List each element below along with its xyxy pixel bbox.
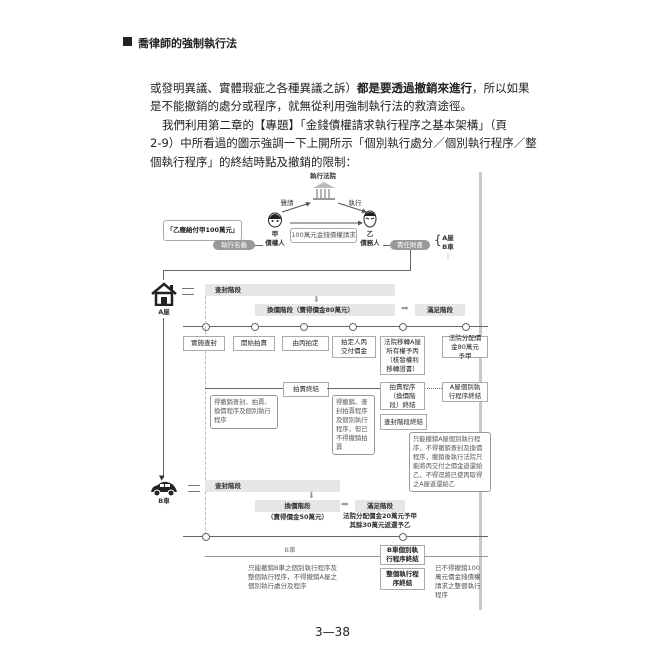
- asset-b: B車: [442, 243, 454, 251]
- step-box: 實施查封: [183, 336, 225, 351]
- auction-end-box: 拍賣終結: [283, 382, 329, 397]
- note-box: 只能撤銷A屋個別執行程序，不得撤銷查封及換價程序，撤銷後執行法院只能將丙交付之價…: [409, 432, 491, 492]
- claim-box: 100萬元金錢債權請求: [290, 228, 357, 243]
- house-label: A屋: [158, 308, 170, 316]
- b-end-box: B車個別執行程序終結: [380, 545, 425, 565]
- connector: [163, 318, 164, 478]
- asset-more: ⋮: [444, 252, 452, 260]
- connector: [255, 245, 263, 246]
- step-box: 法院分配價金80萬元予甲: [442, 334, 488, 360]
- timeline-node: [462, 323, 470, 331]
- creditor-face-icon: [268, 212, 282, 228]
- timeline-node: [399, 323, 407, 331]
- note-box: 得撤銷、查封拍賣程序及個別執行程序，但已不得撤銷拍賣: [332, 395, 375, 455]
- timeline-node: [202, 533, 210, 541]
- distribution-text: 其餘30萬元返還予乙: [349, 521, 411, 529]
- equals-icon: [182, 288, 194, 295]
- body-line-5: 個執行程序」的終結時點及撤銷的限制：: [150, 155, 357, 169]
- debtor-face-icon: [363, 210, 377, 228]
- house-icon: [151, 282, 177, 306]
- span-line: [205, 556, 380, 557]
- step-box: 拍定人丙交付價金: [332, 336, 376, 358]
- car-label: B車: [158, 497, 170, 505]
- b-note: 已不得撤銷100萬元價金錢債權請求之整個執行程序: [435, 564, 481, 599]
- car-icon: [151, 481, 177, 497]
- text: 或發明異議、實體瑕疵之各種異議之訴）: [150, 81, 357, 95]
- a-satisfy-band: 滿足階段: [415, 304, 465, 316]
- b-span-label: B車: [284, 546, 296, 554]
- connector: [410, 250, 411, 270]
- b-seize-band: 查封階段: [205, 480, 340, 492]
- running-header: 喬律師的強制執行法: [138, 37, 237, 50]
- distribution-text: 法院分配價金20萬元予甲: [342, 512, 418, 520]
- proceeds-text: （賣得價金50萬元）: [266, 513, 329, 521]
- seize-end-box: 查封階段終結: [380, 414, 427, 430]
- right-arrow-icon: ➡: [341, 500, 349, 510]
- bold-text: 都是要透過撤銷來進行: [357, 81, 472, 95]
- assets-pill: 責任財產: [390, 240, 430, 250]
- a-timeline: [183, 326, 488, 327]
- a-convert-band: 換價階段（賣得價金80萬元）: [255, 304, 395, 316]
- step-box: 法院移轉A屋所有權予丙（核發權利移轉證書）: [380, 336, 425, 375]
- execute-label: 執行: [348, 199, 362, 207]
- asset-a: A屋: [442, 234, 454, 242]
- court-label: 執行法院: [310, 172, 336, 180]
- step-box: 開始拍賣: [233, 336, 275, 351]
- page-number: 3—38: [315, 625, 350, 639]
- header-square-icon: [123, 37, 132, 46]
- body-line-4: 2-9）中所看過的圖示強調一下上開所示「個別執行處分／個別執行程序／整: [150, 136, 537, 150]
- timeline-node: [251, 323, 259, 331]
- court-icon: [313, 182, 335, 200]
- b-convert-band: 換價階段: [255, 500, 340, 512]
- a-seize-band: 查封階段: [205, 284, 395, 296]
- b-timeline: [183, 536, 488, 537]
- down-arrow-icon: ⬇: [313, 295, 320, 304]
- body-line-1: 或發明異議、實體瑕疵之各種異議之訴）都是要透過撤銷來進行，所以如果: [150, 79, 530, 98]
- right-arrow-icon: ➡: [401, 304, 409, 314]
- b-satisfy-band: 滿足階段: [355, 500, 405, 512]
- span-line: [425, 556, 488, 557]
- auction-proc-end-box: 拍賣程序（換價階段）終結: [380, 382, 425, 410]
- brace: {: [434, 233, 442, 247]
- timeline-node: [202, 323, 210, 331]
- timeline-node: [399, 533, 407, 541]
- title-box: 「乙應給付甲100萬元」: [163, 220, 242, 241]
- debtor-mark: 乙: [366, 230, 374, 238]
- apply-label: 聲請: [280, 199, 294, 207]
- span-line: [327, 388, 380, 389]
- equals-icon: [188, 485, 200, 492]
- body-line-3: 我們利用第二章的【專題】「金錢債權請求執行程序之基本架構」（頁: [162, 118, 507, 132]
- guide-line: [205, 296, 206, 540]
- text: ，所以如果: [472, 81, 530, 95]
- step-box: 由丙拍定: [282, 336, 329, 351]
- note-box: 得撤銷查封、拍賣、換價程序及個別執行程序: [210, 395, 278, 429]
- connector: [383, 245, 390, 246]
- span-line: [427, 388, 442, 390]
- debtor-label: 債務人: [360, 239, 380, 247]
- a-end-box: A屋個別執行程序終結: [442, 382, 488, 402]
- arrows: [281, 201, 367, 226]
- body-line-2: 是不能撤銷的處分或程序，就無從利用強制執行法的救濟途徑。: [150, 99, 472, 113]
- down-arrow-icon: ⬇: [308, 491, 315, 500]
- timeline-node: [349, 323, 357, 331]
- connector: [163, 270, 164, 280]
- b-note: 只能撤銷B車之個別執行程序及整個執行程序，不得撤銷A屋之個別執行處分及程序: [248, 564, 337, 590]
- down-arrow-icon: ▼: [159, 474, 165, 482]
- creditor-label: 債權人: [265, 239, 285, 247]
- timeline-node: [300, 323, 308, 331]
- creditor-mark: 甲: [271, 230, 279, 238]
- title-pill: 執行名義: [213, 240, 255, 250]
- span-line: [205, 388, 283, 389]
- all-end-box: 整個執行程序終結: [380, 568, 425, 590]
- connector: [163, 270, 411, 271]
